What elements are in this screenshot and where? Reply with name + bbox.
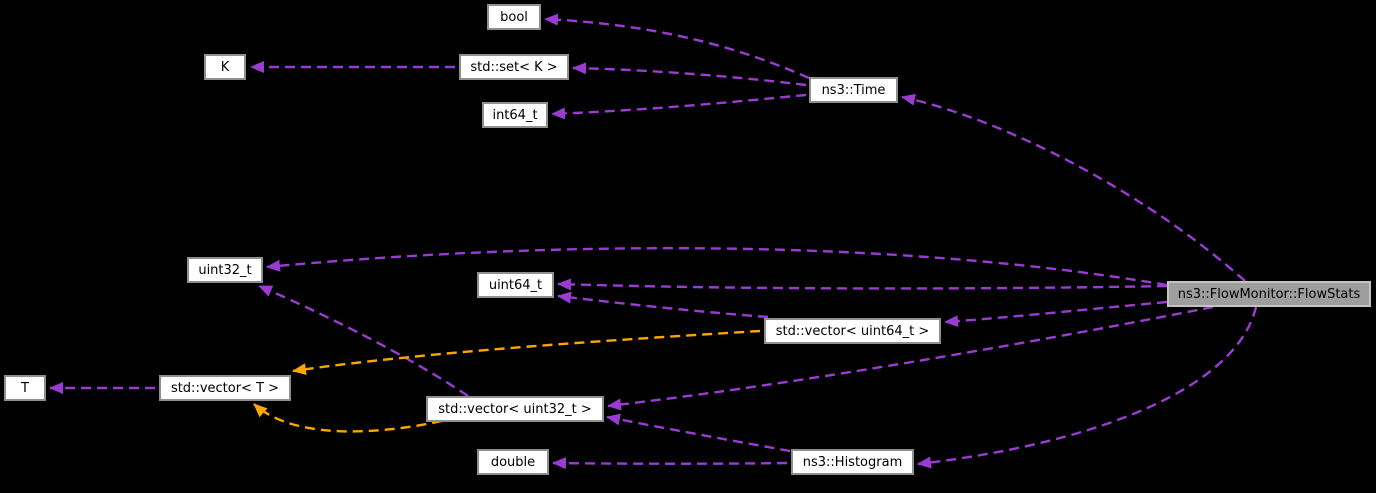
edge-ns3-time-to-bool <box>544 13 810 80</box>
edge-flowstats-to-ns3-histogram <box>917 306 1258 469</box>
node-std-set-k[interactable]: std::set< K > <box>459 54 569 80</box>
node-std-vector-uint64-t[interactable]: std::vector< uint64_t > <box>764 318 941 344</box>
node-uint64-t[interactable]: uint64_t <box>477 272 554 298</box>
node-uint32-t[interactable]: uint32_t <box>187 257 263 283</box>
node-t[interactable]: T <box>4 375 46 401</box>
edge-ns3-histogram-to-double <box>552 457 788 470</box>
node-double[interactable]: double <box>477 449 549 475</box>
edge-ns3-histogram-to-std-vector-uint32-t <box>606 413 791 453</box>
node-ns3-time[interactable]: ns3::Time <box>809 77 898 103</box>
edge-std-vector-uint64-t-to-uint64-t <box>557 291 769 319</box>
node-ns3-histogram[interactable]: ns3::Histogram <box>791 449 914 475</box>
edge-flowstats-to-ns3-time <box>901 93 1246 282</box>
edge-flowstats-to-uint64-t <box>557 278 1168 291</box>
edge-flowstats-to-uint32-t <box>266 247 1168 287</box>
node-std-vector-uint32-t[interactable]: std::vector< uint32_t > <box>426 396 604 422</box>
node-std-vector-t[interactable]: std::vector< T > <box>159 375 291 401</box>
node-int64-t[interactable]: int64_t <box>482 102 548 128</box>
edge-std-vector-uint32-t-to-uint32-t <box>258 284 469 397</box>
node-k[interactable]: K <box>204 54 246 80</box>
edge-std-vector-uint32-t-to-std-vector-t <box>253 403 443 433</box>
node-flowstats-focus[interactable]: ns3::FlowMonitor::FlowStats <box>1167 281 1371 307</box>
edge-ns3-time-to-std-set-k <box>572 62 807 87</box>
edge-flowstats-to-std-vector-uint64-t <box>944 300 1168 328</box>
edge-std-vector-uint64-t-to-std-vector-t <box>292 329 761 376</box>
node-bool[interactable]: bool <box>487 4 541 30</box>
edge-ns3-time-to-int64-t <box>551 93 807 120</box>
edge-flowstats-to-std-vector-uint32-t <box>607 305 1214 411</box>
